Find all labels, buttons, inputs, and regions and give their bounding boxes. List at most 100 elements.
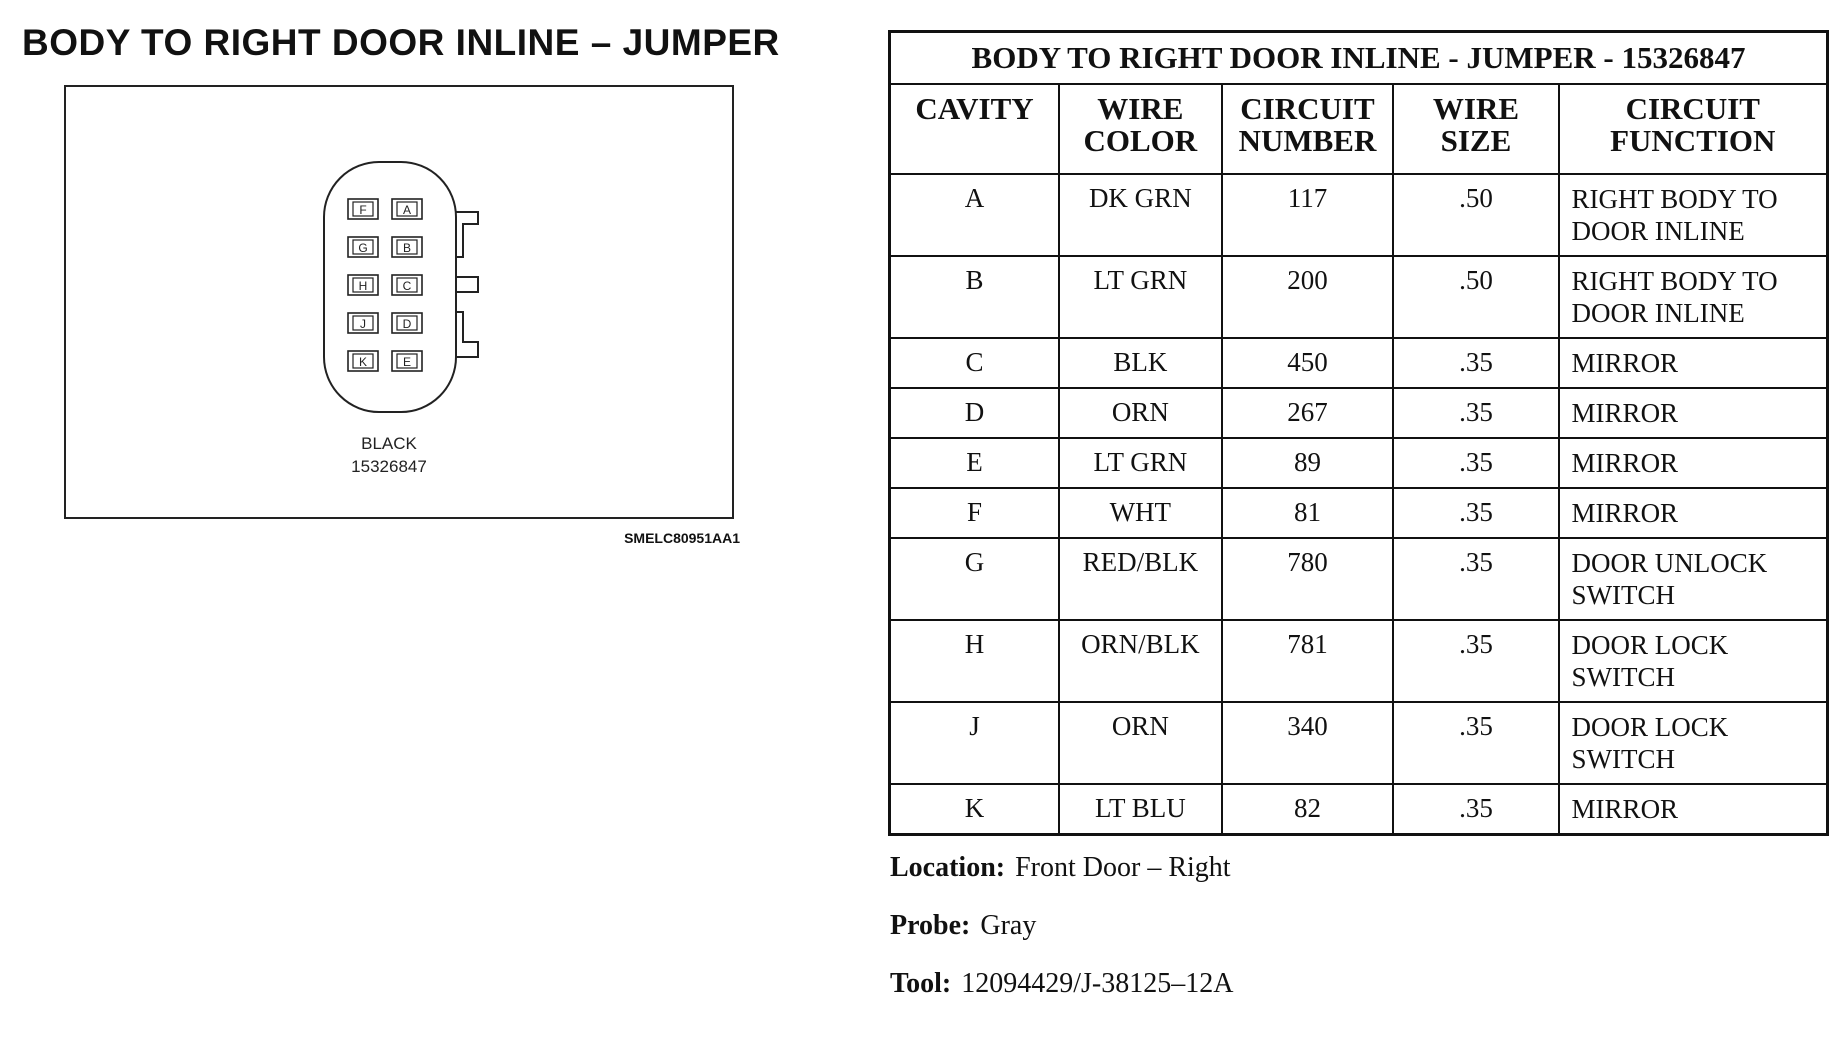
circuit-number-cell: 781 (1220, 619, 1395, 703)
wire-size-cell: .35 (1392, 537, 1560, 621)
circuit-function-line: DOOR INLINE (1571, 298, 1745, 328)
connector-color-label: BLACK (361, 434, 417, 453)
wire-size-cell: .35 (1392, 783, 1560, 836)
location-label: Location: (890, 852, 1006, 883)
pin-box (347, 236, 379, 258)
circuit-function-cell: MIRROR (1557, 487, 1829, 539)
pin-label: G (358, 241, 367, 255)
circuit-number-cell: 89 (1220, 437, 1395, 489)
circuit-function-cell: MIRROR (1557, 337, 1829, 389)
circuit-function-line: SWITCH (1571, 580, 1676, 610)
circuit-number-cell: 200 (1220, 255, 1395, 339)
tool-line: Tool: 12094429/J-38125–12A (890, 968, 1233, 1000)
wire-size-cell: .35 (1392, 387, 1560, 439)
wire-color-cell: RED/BLK (1058, 537, 1223, 621)
circuit-number-cell: 267 (1220, 387, 1395, 439)
wire-size-cell: .35 (1392, 337, 1560, 389)
pin-inner-box (352, 315, 374, 331)
circuit-function-line: MIRROR (1571, 448, 1679, 478)
tool-value: 12094429/J-38125–12A (961, 968, 1234, 999)
circuit-number-cell: 780 (1220, 537, 1395, 621)
wire-color-cell: ORN/BLK (1058, 619, 1223, 703)
circuit-function-cell: MIRROR (1557, 783, 1829, 836)
pin-label: J (360, 317, 366, 331)
pin-label: K (359, 355, 367, 369)
pin-box (391, 274, 423, 296)
pin-label: D (403, 317, 412, 331)
connector-pin: A (391, 198, 423, 220)
circuit-function-cell: MIRROR (1557, 387, 1829, 439)
pin-box (347, 198, 379, 220)
pin-box (347, 274, 379, 296)
circuit-function-line: MIRROR (1571, 498, 1679, 528)
circuit-number-cell: 117 (1220, 173, 1395, 257)
column-header: CAVITY (888, 83, 1061, 175)
cavity-cell: F (888, 487, 1061, 539)
pin-inner-box (352, 277, 374, 293)
location-value: Front Door – Right (1015, 852, 1231, 883)
connector-pin: H (347, 274, 379, 296)
connector-pin: G (347, 236, 379, 258)
pin-inner-box (352, 201, 374, 217)
pin-label: C (403, 279, 412, 293)
circuit-function-line: RIGHT BODY TO (1571, 184, 1778, 214)
circuit-function-cell: MIRROR (1557, 437, 1829, 489)
probe-line: Probe:Gray (890, 910, 1036, 942)
connector-housing (323, 161, 479, 413)
cavity-cell: B (888, 255, 1061, 339)
wire-size-cell: .35 (1392, 437, 1560, 489)
connector-pin: K (347, 350, 379, 372)
wire-size-cell: .50 (1392, 255, 1560, 339)
table-title-row: BODY TO RIGHT DOOR INLINE - JUMPER - 153… (888, 30, 1829, 85)
circuit-function-line: SWITCH (1571, 744, 1676, 774)
wire-color-cell: DK GRN (1058, 173, 1223, 257)
wire-color-cell: LT BLU (1058, 783, 1223, 836)
wire-color-cell: ORN (1058, 701, 1223, 785)
column-header-line: WIRE (1432, 91, 1520, 126)
column-header-line: CIRCUIT (1625, 91, 1760, 126)
circuit-function-line: MIRROR (1571, 794, 1679, 824)
circuit-function-line: DOOR LOCK (1571, 712, 1729, 742)
cavity-cell: A (888, 173, 1061, 257)
tool-label: Tool: (890, 968, 952, 999)
column-header-line: CIRCUIT (1240, 91, 1375, 126)
probe-label: Probe: (890, 910, 971, 941)
location-line: Location: Front Door – Right (890, 852, 1231, 884)
cavity-cell: K (888, 783, 1061, 836)
connector-part-number: 15326847 (351, 457, 427, 476)
connector-pin: C (391, 274, 423, 296)
wire-color-cell: WHT (1058, 487, 1223, 539)
wire-size-cell: .35 (1392, 619, 1560, 703)
circuit-function-line: MIRROR (1571, 398, 1679, 428)
column-header-line: NUMBER (1238, 123, 1377, 158)
diagram-title: BODY TO RIGHT DOOR INLINE – JUMPER (22, 22, 780, 63)
pin-box (347, 350, 379, 372)
column-header-line: COLOR (1083, 123, 1198, 158)
column-header-line: WIRE (1097, 91, 1184, 126)
pin-inner-box (396, 315, 418, 331)
pin-box (391, 198, 423, 220)
wire-size-cell: .35 (1392, 701, 1560, 785)
wire-size-cell: .35 (1392, 487, 1560, 539)
wire-color-cell: ORN (1058, 387, 1223, 439)
pin-inner-box (396, 201, 418, 217)
column-header-line: FUNCTION (1610, 123, 1776, 158)
connector-pin: D (391, 312, 423, 334)
